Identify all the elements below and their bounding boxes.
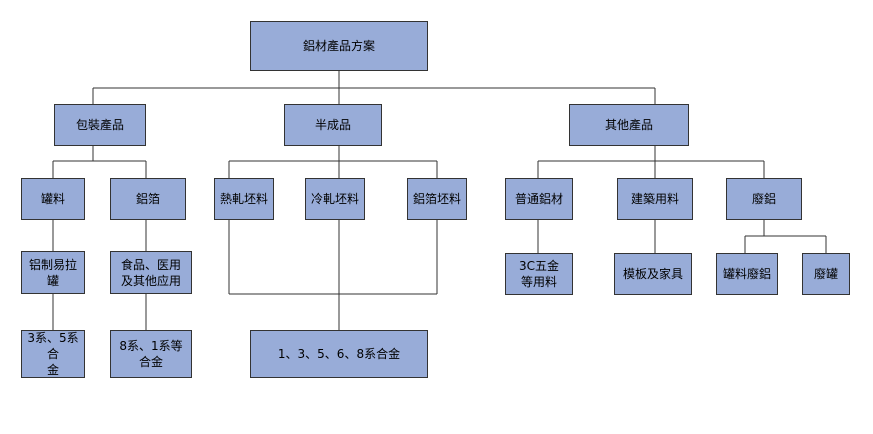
node-formwork-furniture-label: 模板及家具 bbox=[622, 267, 683, 281]
node-alloy-3-5-label: 3系、5系合 金 bbox=[27, 331, 79, 377]
node-root-label: 鋁材產品方案 bbox=[302, 39, 375, 53]
node-foil: 鋁箔 bbox=[110, 178, 186, 220]
node-semi-label: 半成品 bbox=[314, 118, 351, 132]
node-food-medical: 食品、医用 及其他应用 bbox=[110, 251, 192, 294]
node-can-scrap: 罐料廢鋁 bbox=[716, 253, 778, 295]
node-3c-hardware-label: 3C五金 等用料 bbox=[518, 259, 559, 289]
node-pull-tab-can: 铝制易拉罐 bbox=[21, 251, 85, 294]
node-packaging-label: 包裝產品 bbox=[75, 118, 124, 132]
node-hot-rolled: 熱軋坯料 bbox=[214, 178, 274, 220]
node-alloy-8-1-label: 8系、1系等 合金 bbox=[119, 339, 183, 369]
node-other: 其他產品 bbox=[569, 104, 689, 146]
node-3c-hardware: 3C五金 等用料 bbox=[505, 253, 573, 295]
node-food-medical-label: 食品、医用 及其他应用 bbox=[120, 257, 181, 288]
node-packaging: 包裝產品 bbox=[54, 104, 146, 146]
node-can-scrap-label: 罐料廢鋁 bbox=[722, 267, 771, 281]
node-semi: 半成品 bbox=[284, 104, 382, 146]
node-scrap: 廢鋁 bbox=[726, 178, 802, 220]
node-alloy-3-5: 3系、5系合 金 bbox=[21, 330, 85, 378]
node-root: 鋁材產品方案 bbox=[250, 21, 428, 71]
node-foil-blank-label: 鋁箔坯料 bbox=[412, 192, 461, 206]
node-construction: 建築用料 bbox=[617, 178, 693, 220]
node-alloy-all: 1、3、5、6、8系合金 bbox=[250, 330, 428, 378]
node-scrap-label: 廢鋁 bbox=[751, 192, 776, 206]
node-general-aluminum-label: 普通鋁材 bbox=[514, 192, 563, 206]
node-alloy-all-label: 1、3、5、6、8系合金 bbox=[277, 347, 401, 361]
node-alloy-8-1: 8系、1系等 合金 bbox=[110, 330, 192, 378]
node-can-material-label: 罐料 bbox=[40, 192, 65, 206]
node-other-label: 其他產品 bbox=[604, 118, 653, 132]
node-construction-label: 建築用料 bbox=[630, 192, 679, 206]
node-hot-rolled-label: 熱軋坯料 bbox=[219, 192, 268, 206]
node-foil-blank: 鋁箔坯料 bbox=[407, 178, 467, 220]
node-cold-rolled-label: 冷軋坯料 bbox=[310, 192, 359, 206]
node-pull-tab-can-label: 铝制易拉罐 bbox=[28, 257, 77, 288]
node-cold-rolled: 冷軋坯料 bbox=[305, 178, 365, 220]
node-foil-label: 鋁箔 bbox=[135, 192, 160, 206]
node-can-material: 罐料 bbox=[21, 178, 85, 220]
node-scrap-can: 廢罐 bbox=[802, 253, 850, 295]
node-general-aluminum: 普通鋁材 bbox=[505, 178, 573, 220]
node-scrap-can-label: 廢罐 bbox=[813, 267, 838, 281]
node-formwork-furniture: 模板及家具 bbox=[614, 253, 692, 295]
